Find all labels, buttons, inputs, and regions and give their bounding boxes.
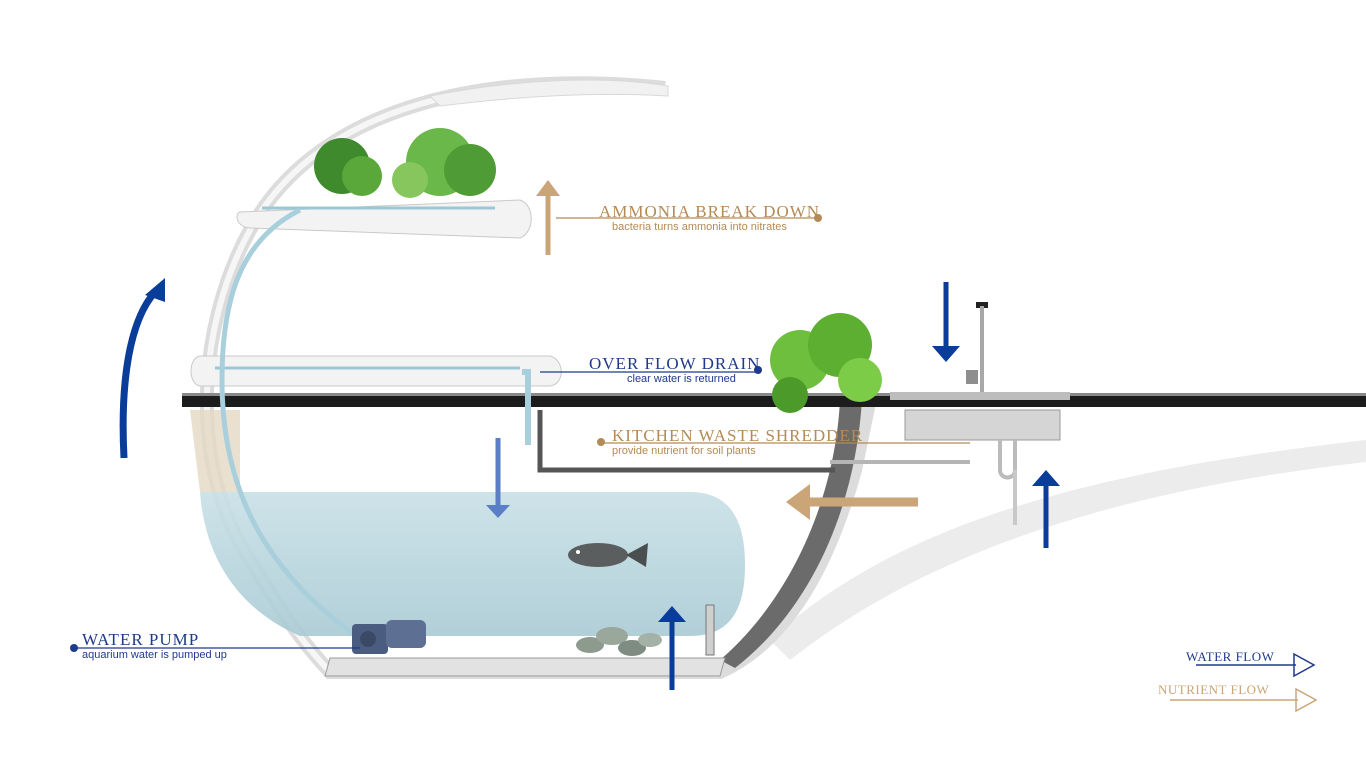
legend-water-flow: WATER FLOW [1186,649,1275,664]
kitchen-subtitle: provide nutrient for soil plants [612,445,756,457]
canopy [428,79,669,107]
faucet-icon [966,302,988,392]
tank-base [324,657,726,677]
legend-nutrient-flow: NUTRIENT FLOW [1158,682,1270,697]
soil-plant-icon [770,313,882,413]
riser-pipe [219,207,357,638]
overflow-subtitle: clear water is returned [627,373,736,385]
legend-water-arrow [1196,652,1316,678]
overflow-callout: OVER FLOW DRAIN clear water is returned [589,355,760,386]
shredder-duct [537,410,835,473]
floor-swoosh [770,440,1366,660]
fish-icon [568,543,648,567]
tank-water [200,492,745,636]
legend-nutrient-arrow [1170,687,1318,713]
pump-callout: WATER PUMP aquarium water is pumped up [82,631,227,662]
ammonia-title: AMMONIA BREAK DOWN [599,202,821,221]
kitchen-title: KITCHEN WASTE SHREDDER [612,426,864,445]
pump-title: WATER PUMP [82,630,200,649]
lettuce-icon [314,128,496,198]
middle-tray [190,355,562,387]
water-flow-arrow-rise [119,289,158,459]
ammonia-subtitle: bacteria turns ammonia into nitrates [612,221,787,233]
ammonia-callout: AMMONIA BREAK DOWN bacteria turns ammoni… [599,203,820,234]
sink-icon [890,392,1070,525]
probe-icon [705,604,715,656]
overflow-title: OVER FLOW DRAIN [589,354,761,373]
stones-icon [576,627,662,656]
pump-subtitle: aquarium water is pumped up [82,649,227,661]
kitchen-callout: KITCHEN WASTE SHREDDER provide nutrient … [612,427,863,458]
shell-side [720,400,862,668]
overflow-pipe [522,369,531,445]
pump-icon [352,620,426,654]
